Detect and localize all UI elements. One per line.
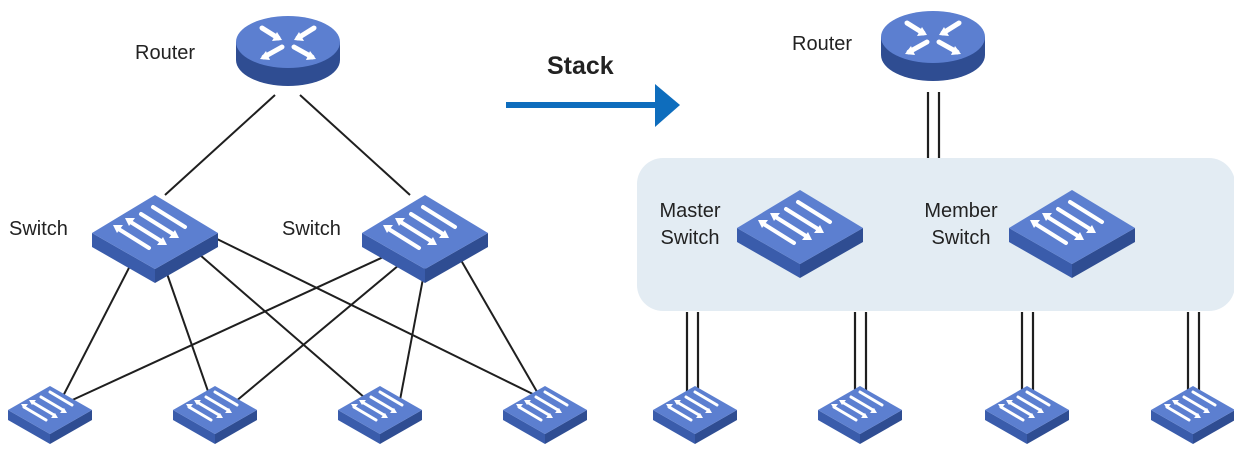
link-router-switch-right bbox=[299, 94, 411, 196]
link bbox=[199, 254, 366, 399]
access-switch-icon bbox=[1149, 384, 1234, 446]
access-switch-icon bbox=[983, 384, 1071, 446]
member-switch-label: Member Switch bbox=[912, 198, 1010, 252]
router-label-right: Router bbox=[792, 33, 853, 55]
switch-label-right: Switch bbox=[282, 218, 341, 240]
stack-group-background bbox=[637, 158, 1234, 311]
link bbox=[234, 259, 406, 403]
link bbox=[457, 254, 541, 398]
switch-icon bbox=[360, 193, 490, 285]
router-label-left: Router bbox=[135, 42, 196, 64]
stack-label: Stack bbox=[547, 52, 614, 80]
access-switch-icon bbox=[336, 384, 424, 446]
link bbox=[164, 267, 211, 398]
access-switch-icon bbox=[501, 384, 589, 446]
link bbox=[399, 267, 426, 401]
link-router-switch-left bbox=[164, 94, 276, 196]
router-icon bbox=[881, 11, 985, 81]
switch-icon bbox=[90, 193, 220, 285]
access-switch-icon bbox=[816, 384, 904, 446]
right-links bbox=[685, 92, 1201, 398]
master-switch-label-line2: Switch bbox=[660, 227, 720, 249]
member-switch-label-line1: Member bbox=[924, 200, 998, 222]
access-switch-icon bbox=[6, 384, 94, 446]
link bbox=[67, 252, 393, 403]
stack-arrow bbox=[506, 84, 680, 127]
left-links bbox=[59, 94, 546, 403]
switch-label-left: Switch bbox=[9, 218, 68, 240]
access-switch-icon bbox=[651, 384, 739, 446]
link bbox=[59, 261, 133, 403]
member-switch-label-line2: Switch bbox=[931, 227, 991, 249]
link bbox=[214, 237, 546, 401]
master-switch-label: Master Switch bbox=[645, 198, 735, 252]
master-switch-label-line1: Master bbox=[659, 200, 721, 222]
router-icon bbox=[236, 16, 340, 86]
